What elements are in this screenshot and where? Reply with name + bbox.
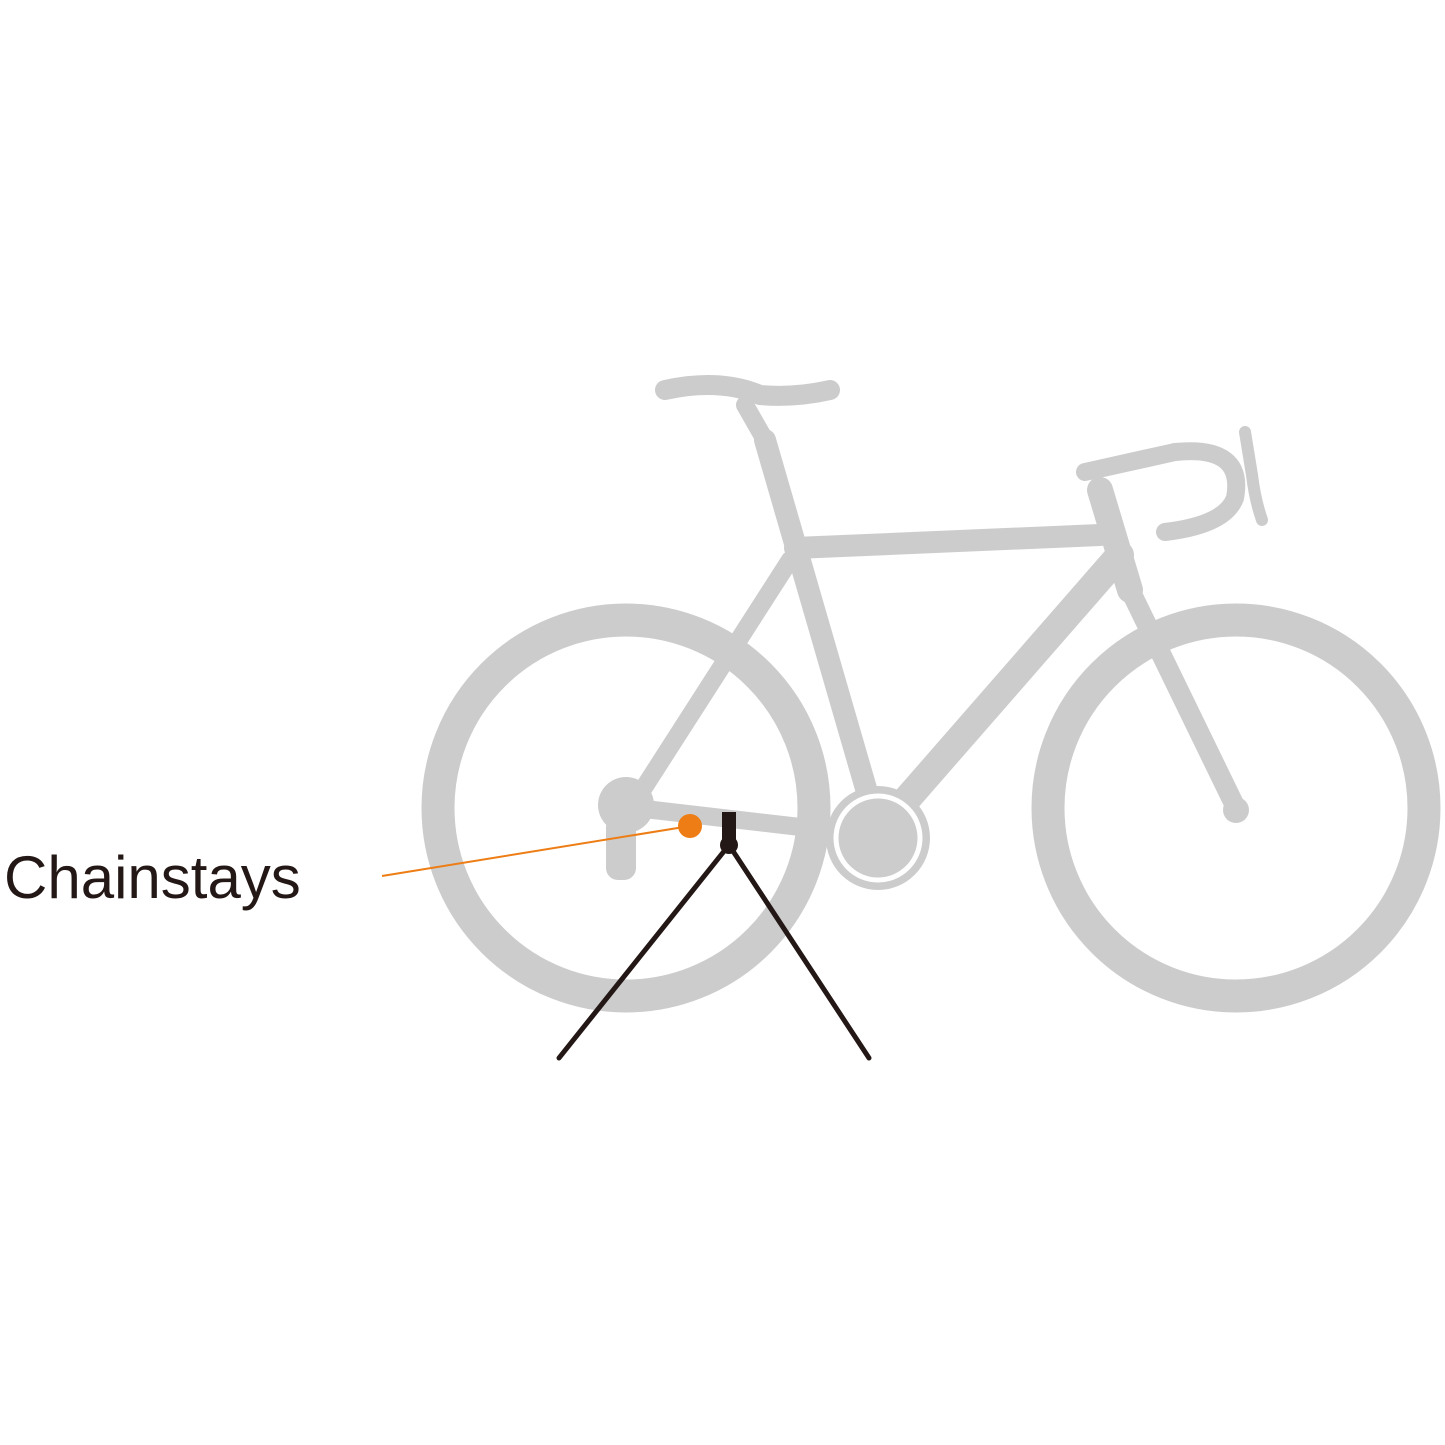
- repair-stand-icon: [556, 812, 872, 1061]
- head-tube: [1087, 477, 1143, 603]
- brake-lever: [1239, 426, 1268, 526]
- down-tube: [866, 541, 1134, 844]
- stand-right-leg: [726, 842, 872, 1061]
- handlebar-drop: [1156, 442, 1246, 541]
- drivetrain: [598, 777, 1249, 890]
- front-wheel: [1031, 603, 1441, 1013]
- crankset: [826, 786, 930, 890]
- stem: [1076, 443, 1184, 481]
- callout-leader-line: [381, 825, 691, 877]
- contact-point-marker-icon: [678, 814, 702, 838]
- saddle: [655, 375, 840, 406]
- top-tube: [784, 524, 1111, 559]
- front-hub: [1223, 797, 1249, 823]
- stand-left-leg: [556, 842, 732, 1061]
- chainstays-label: Chainstays: [4, 844, 301, 911]
- fork: [1120, 580, 1246, 818]
- crank-ring: [833, 793, 923, 883]
- seat-stay: [627, 551, 799, 809]
- rear-derailleur: [606, 815, 636, 880]
- stand-clamp: [722, 812, 736, 842]
- seat-tube: [754, 429, 889, 841]
- rear-wheel: [421, 603, 831, 1013]
- seatpost: [736, 396, 774, 449]
- road-bicycle-silhouette-icon: [421, 375, 1441, 1013]
